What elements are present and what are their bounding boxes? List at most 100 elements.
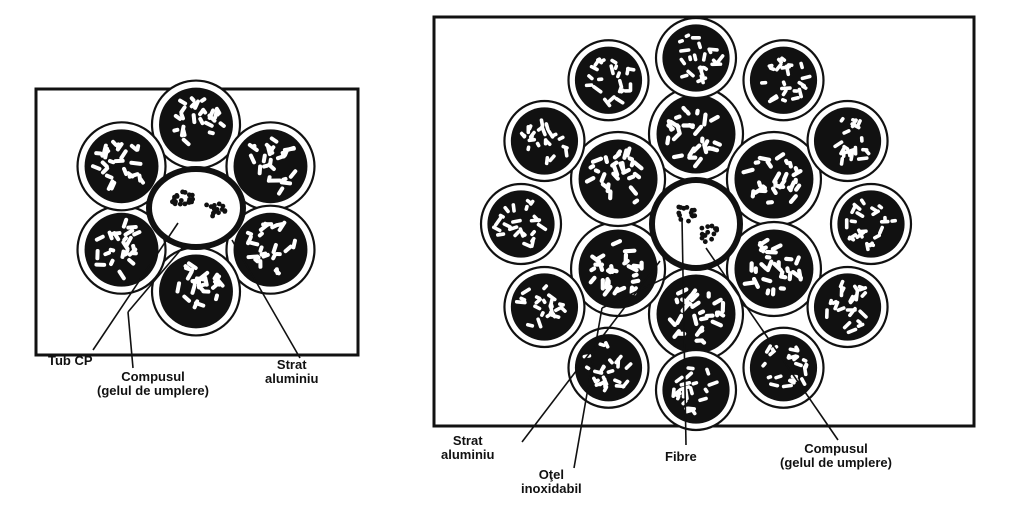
fibre-dot: [211, 206, 217, 212]
wire-segment: [124, 235, 133, 247]
wire-segment: [694, 338, 705, 343]
wire-segment: [539, 118, 545, 128]
wire-segment: [283, 244, 293, 254]
wire-segment: [198, 116, 205, 126]
wire-segment: [94, 151, 103, 156]
wire-segment: [709, 114, 720, 123]
wire-segment: [704, 146, 716, 151]
wire-segment: [112, 231, 121, 242]
wire-segment: [856, 322, 865, 328]
wire-segment: [781, 171, 789, 182]
wire-segment: [90, 164, 102, 171]
wire-segment: [616, 71, 621, 79]
wire-segment: [716, 54, 725, 64]
wire-segment: [119, 149, 128, 160]
wire-segment: [199, 286, 206, 293]
wire-segment: [521, 231, 527, 237]
wire-segment: [540, 125, 547, 137]
wire-segment: [842, 129, 851, 135]
wire-segment: [107, 158, 116, 165]
wire-segment: [778, 274, 788, 280]
wire-segment: [604, 341, 610, 349]
label-otel-line2: inoxidabil: [521, 481, 582, 496]
left-strand: [76, 121, 167, 212]
leader-strat-left: [231, 239, 301, 359]
wire-segment: [511, 203, 516, 213]
wire-segment: [877, 204, 884, 210]
fibre-dot: [699, 225, 705, 231]
wire-segment: [528, 130, 536, 139]
wire-segment: [853, 145, 858, 156]
wire-segment: [677, 39, 685, 44]
label-tub-cp: Tub CP: [48, 354, 93, 368]
wire-segment: [831, 299, 838, 305]
wire-segment: [671, 387, 676, 398]
strand-core: [813, 107, 882, 175]
wire-segment: [785, 266, 790, 274]
wire-segment: [753, 186, 765, 195]
wire-segment: [130, 251, 138, 256]
wire-segment: [198, 270, 210, 281]
wire-segment: [682, 293, 694, 305]
wire-segment: [201, 107, 208, 115]
wire-segment: [178, 98, 188, 106]
wire-segment: [848, 149, 853, 158]
wire-segment: [679, 57, 687, 66]
wire-segment: [741, 167, 755, 175]
wire-segment: [781, 80, 787, 87]
wire-segment: [605, 182, 611, 194]
right-fibre-group-1: [676, 204, 698, 224]
strand-core: [662, 356, 730, 424]
wire-segment: [758, 245, 768, 253]
label-strat-right-line1: Strat: [452, 433, 483, 448]
wire-segment: [687, 122, 695, 130]
label-compusul-right-line1: Compusul: [804, 441, 868, 456]
wire-segment: [694, 325, 705, 337]
fibre-dot: [182, 201, 188, 207]
right-inner-strand: [569, 130, 667, 228]
wire-segment: [179, 105, 187, 115]
wire-segment: [873, 233, 881, 240]
right-outer-strand: [567, 326, 650, 409]
wire-segment: [839, 117, 845, 123]
wire-segment: [792, 354, 800, 362]
wire-segment: [212, 272, 220, 281]
wire-segment: [540, 311, 545, 317]
wire-segment: [610, 58, 618, 65]
wire-segment: [218, 121, 226, 128]
wire-segment: [611, 171, 620, 181]
wire-segment: [257, 164, 263, 176]
wire-segment: [557, 135, 565, 141]
wire-segment: [871, 209, 880, 217]
wire-segment: [602, 284, 613, 297]
wire-segment: [684, 33, 691, 39]
strand-core: [159, 254, 233, 329]
wire-segment: [623, 89, 632, 93]
leader-lines: [92, 217, 839, 469]
wire-segment: [271, 252, 277, 261]
wire-segment: [587, 74, 594, 81]
wire-segment: [686, 69, 695, 78]
wire-segment: [138, 177, 146, 185]
wire-segment: [101, 143, 108, 156]
wire-segment: [761, 361, 767, 368]
wire-segment: [181, 137, 191, 147]
strand-core: [510, 273, 579, 341]
wire-segment: [776, 260, 781, 269]
wire-segment: [687, 155, 698, 160]
wire-segment: [631, 263, 642, 269]
wire-segment: [780, 86, 792, 91]
label-compusul-right: Compusul (gelul de umplere): [780, 442, 892, 470]
wire-segment: [847, 235, 856, 242]
fibre-dot: [702, 239, 708, 245]
wire-segment: [791, 169, 803, 178]
wire-segment: [861, 147, 869, 152]
wire-segment: [599, 58, 606, 64]
wire-segment: [193, 99, 200, 110]
wire-segment: [214, 106, 222, 115]
wire-segment: [665, 135, 671, 146]
right-outer-strand: [806, 265, 889, 349]
wire-segment: [668, 119, 681, 129]
wire-segment: [701, 52, 707, 62]
wire-segment: [774, 152, 786, 161]
